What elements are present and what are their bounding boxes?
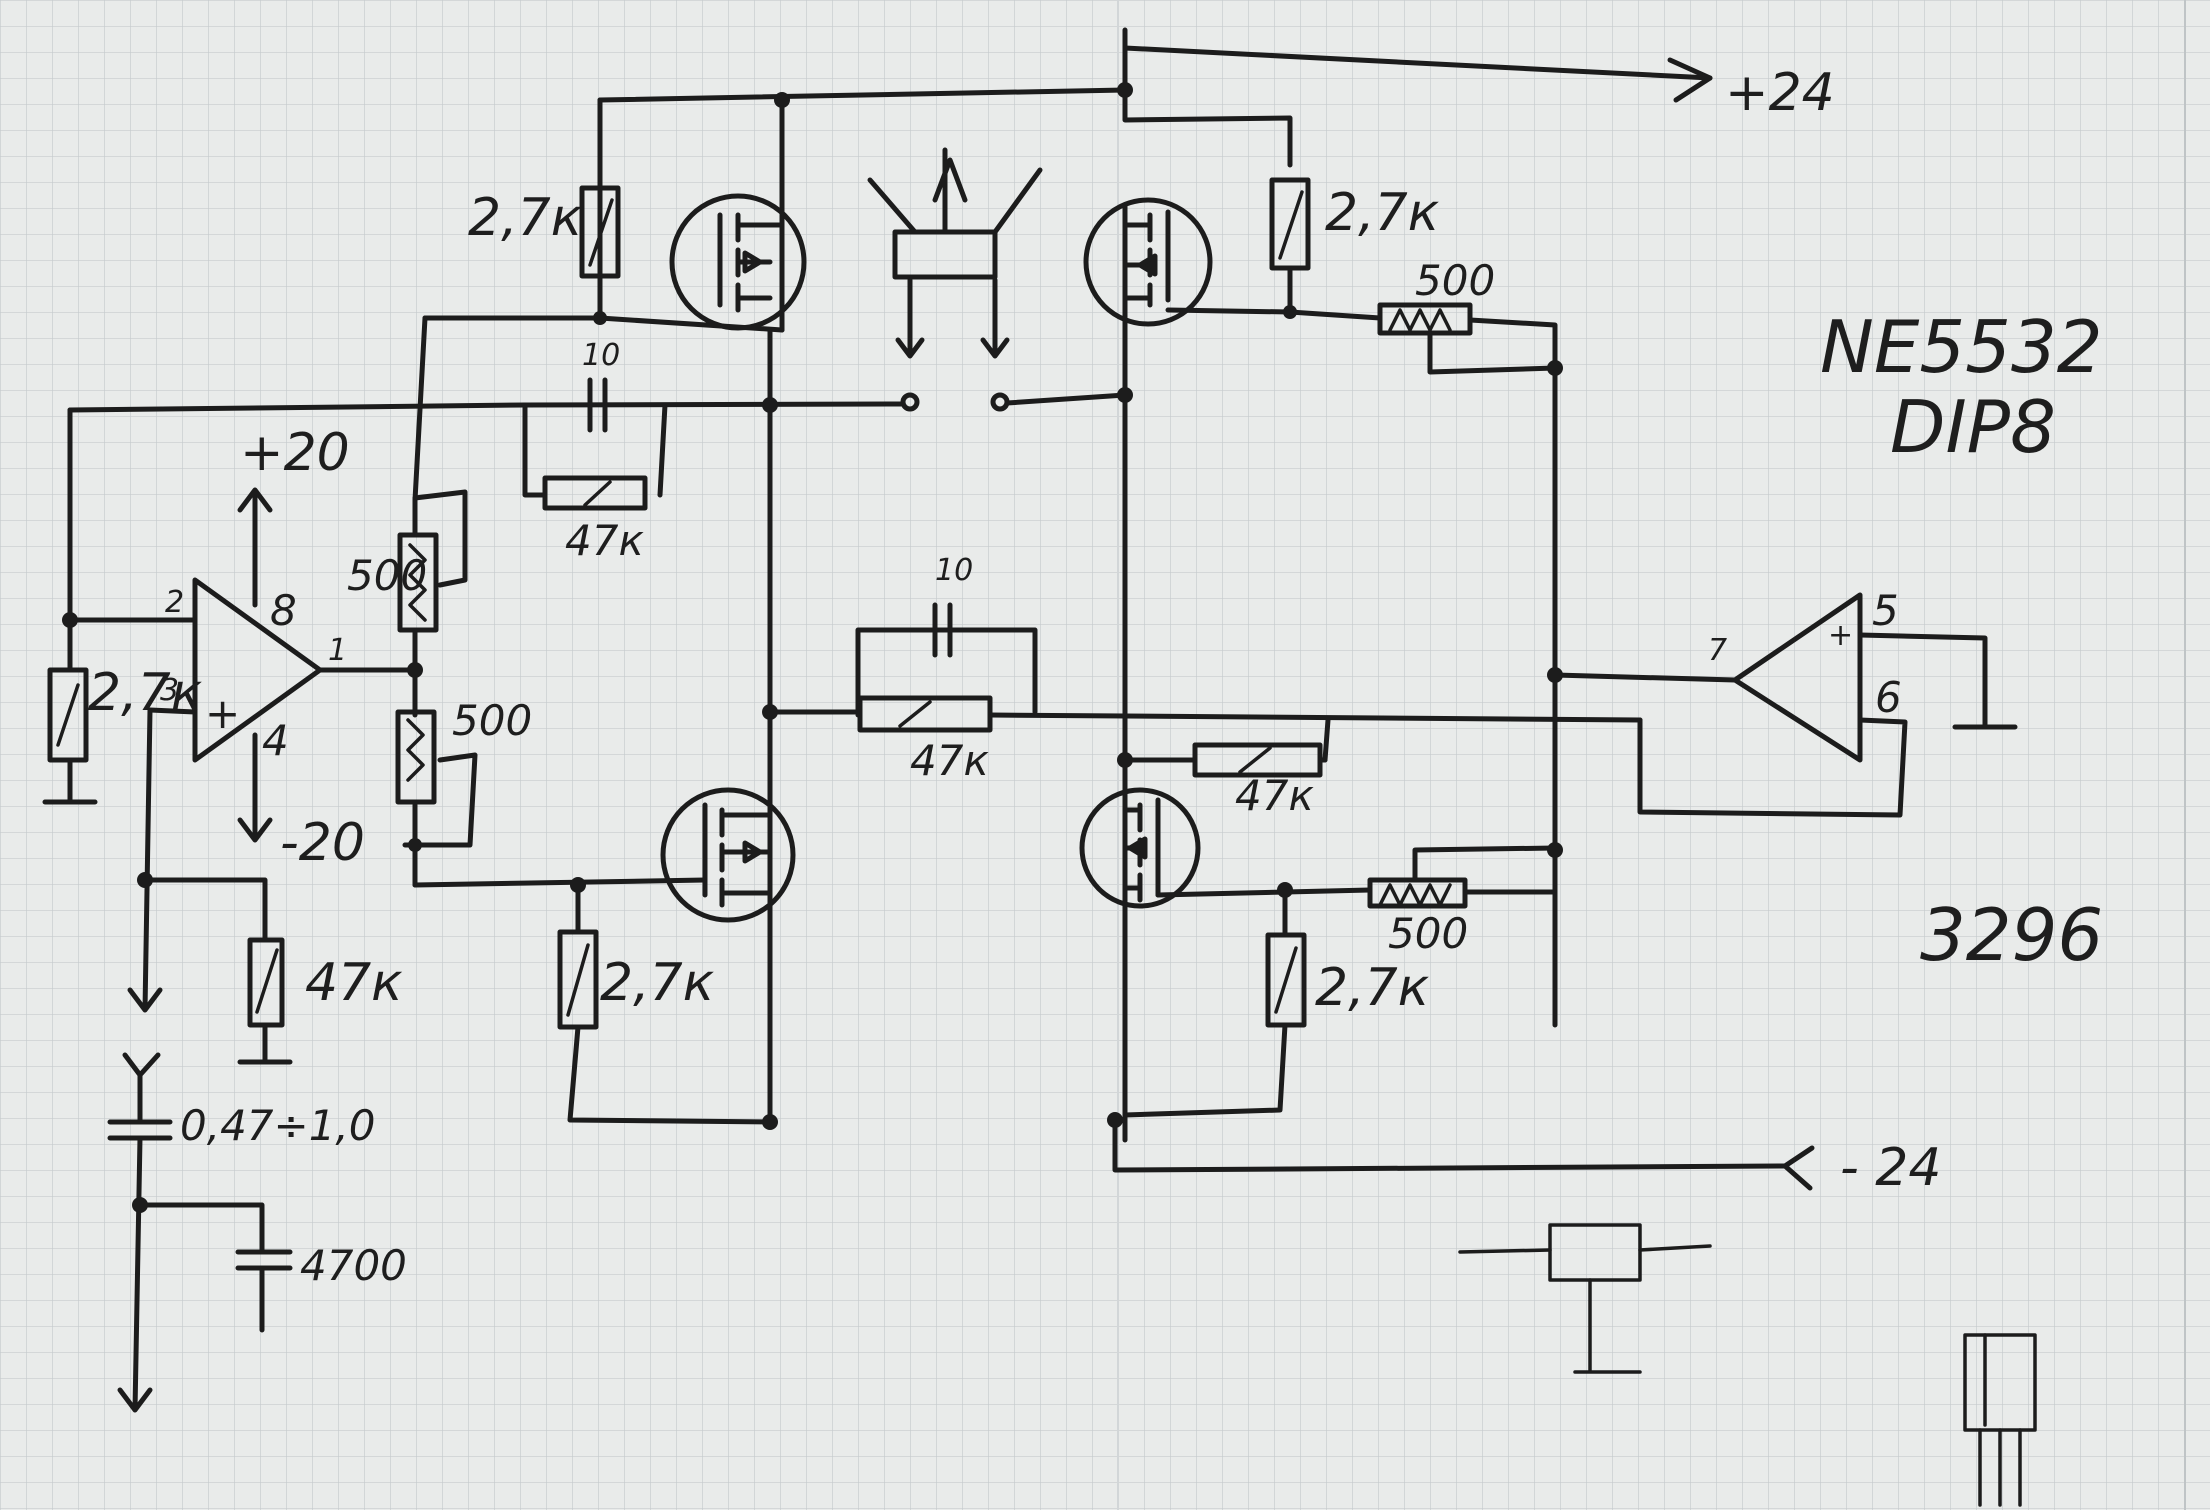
negative-rail: - 24 bbox=[1112, 1117, 1941, 1198]
mosfet-lower-left bbox=[660, 787, 796, 923]
trim-part-note: 3296 bbox=[1920, 893, 2103, 977]
cap-mid-label: 10 bbox=[935, 553, 973, 588]
speaker-icon bbox=[867, 147, 1043, 412]
opamp1-pin1: 1 bbox=[328, 633, 347, 668]
resistor-bottom-right-label: 2,7к bbox=[1315, 958, 1430, 1018]
cap-input-label: 0,47÷1,0 bbox=[180, 1101, 376, 1150]
opamp-input: 2 3 1 8 4 + +20 -20 bbox=[67, 407, 418, 873]
cap-feedback-top-label: 10 bbox=[582, 338, 620, 373]
opamp1-negative-rail-label: -20 bbox=[280, 813, 365, 873]
pot-bias-lower bbox=[395, 709, 437, 805]
resistor-top-right-label: 2,7к bbox=[1325, 183, 1440, 243]
opamp1-pin4: 4 bbox=[262, 716, 289, 765]
output-wires bbox=[67, 327, 1128, 1143]
junctions bbox=[62, 82, 1563, 1213]
mosfet-lower-right bbox=[1079, 787, 1201, 909]
resistor-mid-right-label: 47к bbox=[1235, 771, 1314, 820]
resistor-mid bbox=[857, 695, 993, 733]
opamp1-pin8: 8 bbox=[270, 586, 297, 635]
resistor-feedback-top-label: 47к bbox=[565, 516, 644, 565]
resistor-bottom-left-label: 2,7к bbox=[600, 953, 715, 1013]
input-filter-chain: 47к 0,47÷1,0 4700 bbox=[107, 707, 407, 1413]
pot-bias-upper bbox=[397, 532, 439, 633]
negative-supply-label: - 24 bbox=[1840, 1138, 1941, 1198]
upper-left-stage: 2,7к bbox=[422, 97, 807, 333]
ic-package-note: DIP8 bbox=[1890, 385, 2056, 469]
opamp2-plus-sign: + bbox=[1828, 618, 1853, 653]
positive-supply-label: +24 bbox=[1725, 63, 1835, 123]
upper-right-stage: 2,7к 500 bbox=[1083, 87, 1558, 1028]
lower-left-stage: 2,7к bbox=[412, 787, 796, 1125]
package-sketch bbox=[1963, 1333, 2037, 1507]
resistor-top-left bbox=[579, 185, 621, 279]
resistor-input-label: 2,7к bbox=[88, 663, 203, 723]
ic-name-note: NE5532 bbox=[1820, 305, 2103, 389]
resistor-feedback-top bbox=[542, 475, 648, 511]
opamp2-pin6: 6 bbox=[1875, 673, 1902, 722]
resistor-mid-label: 47к bbox=[910, 736, 989, 785]
pot-bias-upper-label: 500 bbox=[347, 551, 427, 600]
trimmer-sketch bbox=[1458, 1223, 1712, 1374]
mosfet-upper-right bbox=[1083, 197, 1213, 327]
pot-top-right-label: 500 bbox=[1415, 256, 1495, 305]
opamp2-pin7: 7 bbox=[1708, 633, 1727, 668]
bias-chain: 500 500 bbox=[347, 315, 532, 888]
lower-right-stage: 47к 500 2,7к bbox=[1079, 717, 1558, 1118]
opamp2-pin5: 5 bbox=[1872, 586, 1899, 635]
pot-bottom-right-label: 500 bbox=[1388, 909, 1468, 958]
feedback-network-mid: 10 47к bbox=[767, 553, 1643, 785]
opamp1-pin2: 2 bbox=[165, 585, 184, 620]
opamp1-positive-rail-label: +20 bbox=[240, 423, 350, 483]
cap-input-filter-label: 4700 bbox=[300, 1241, 407, 1290]
resistor-mid-right bbox=[1192, 742, 1323, 778]
input-resistor-branch: 2,7к bbox=[42, 617, 203, 805]
opamp-bridge: 5 6 7 + bbox=[1552, 586, 2018, 818]
feedback-network-top: 10 47к bbox=[522, 338, 668, 565]
opamp1-pin3: 3 bbox=[160, 673, 179, 708]
opamp1-plus-sign: + bbox=[205, 689, 240, 738]
resistor-top-left-label: 2,7к bbox=[468, 188, 583, 248]
resistor-input-bias-label: 47к bbox=[305, 953, 403, 1013]
pot-bias-lower-label: 500 bbox=[452, 696, 532, 745]
